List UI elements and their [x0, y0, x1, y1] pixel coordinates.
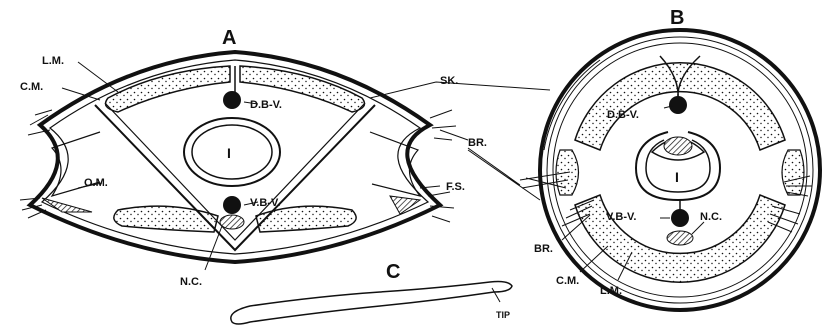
- label-a-cm: C.M.: [20, 81, 43, 93]
- section-a-right-bristles-upper: [430, 110, 456, 140]
- section-c-worm-outline: [231, 282, 512, 325]
- label-b-dbv: D.B-V.: [607, 109, 639, 121]
- label-b-nc: N.C.: [700, 211, 722, 223]
- section-b-ventral-vessel: [671, 209, 689, 227]
- leader-b-cm: [580, 246, 608, 272]
- section-a-intestine: [184, 118, 280, 186]
- label-b-intestine: I: [675, 169, 679, 185]
- section-a-intestine-lumen: [192, 125, 272, 179]
- label-b-br: BR.: [534, 243, 553, 255]
- label-a-dbv: D.B-V.: [250, 99, 282, 111]
- panel-a-label: A: [222, 27, 236, 49]
- label-a-br: BR.: [468, 137, 487, 149]
- section-a-right-hatched: [390, 196, 420, 214]
- leader-c-tip: [492, 288, 500, 302]
- section-a: A L.M. C.M. D.B-V. I O.M. V.B-V. N.C. SK…: [20, 27, 550, 288]
- section-a-ventral-vessel: [223, 196, 241, 214]
- panel-b-label: B: [670, 7, 684, 29]
- section-a-ventral-muscle-right: [256, 206, 356, 232]
- section-a-ventral-muscle-left: [114, 206, 218, 232]
- label-sk: SK.: [440, 75, 458, 87]
- leader-sk: [370, 82, 550, 98]
- section-b-typhlosole: [664, 137, 692, 155]
- label-c-tip: TIP: [496, 310, 510, 320]
- label-a-intestine: I: [227, 145, 231, 161]
- section-c: C TIP: [231, 261, 512, 324]
- section-a-nerve-cord: [220, 215, 244, 229]
- section-b-dorsal-vessel: [669, 96, 687, 114]
- leader-a-lm: [78, 62, 118, 92]
- label-a-vbv: V.B-V.: [250, 197, 280, 209]
- section-b-right-muscle: [782, 150, 804, 195]
- section-b-nerve-cord: [667, 231, 693, 245]
- section-b: B D.B-V. I V.B-V. N.C. BR. C.M. L.M.: [520, 7, 820, 310]
- label-b-vbv: V.B-V.: [606, 211, 636, 223]
- panel-c-label: C: [386, 261, 400, 283]
- label-a-nc: N.C.: [180, 276, 202, 288]
- label-a-om: O.M.: [84, 177, 108, 189]
- section-a-dorsal-muscle-left: [106, 66, 230, 112]
- leader-b-nc: [692, 222, 704, 234]
- label-b-lm: L.M.: [600, 285, 622, 297]
- label-a-lm: L.M.: [42, 55, 64, 67]
- section-a-dorsal-vessel: [223, 91, 241, 109]
- label-a-fs: F.S.: [446, 181, 465, 193]
- label-b-cm: C.M.: [556, 275, 579, 287]
